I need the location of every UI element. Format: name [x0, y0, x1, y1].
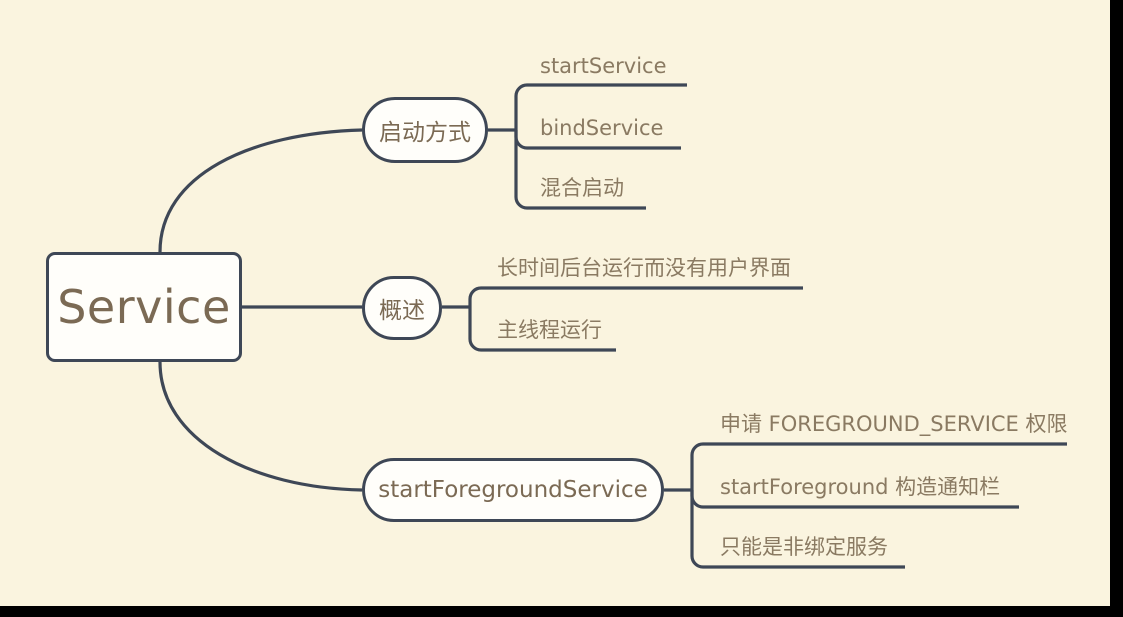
- mindmap-leaf-0-2[interactable]: 混合启动: [540, 176, 624, 200]
- mindmap-root-node[interactable]: Service: [46, 252, 242, 362]
- connector-root-to-branch-2: [158, 361, 363, 492]
- mindmap-leaf-0-0[interactable]: startService: [540, 54, 667, 78]
- mindmap-leaf-2-1[interactable]: startForeground 构造通知栏: [720, 475, 1001, 499]
- mindmap-branch-node-1[interactable]: 概述: [362, 276, 442, 340]
- mindmap-branch-label-2: startForegroundService: [378, 477, 648, 503]
- mindmap-leaf-1-0[interactable]: 长时间后台运行而没有用户界面: [497, 256, 791, 280]
- mindmap-leaf-2-2[interactable]: 只能是非绑定服务: [720, 535, 888, 559]
- mindmap-branch-node-0[interactable]: 启动方式: [362, 97, 488, 163]
- mindmap-leaf-2-0[interactable]: 申请 FOREGROUND_SERVICE 权限: [720, 412, 1068, 436]
- canvas-bottom-edge: [0, 606, 1123, 617]
- mindmap-leaf-0-1[interactable]: bindService: [540, 116, 664, 140]
- mindmap-branch-node-2[interactable]: startForegroundService: [362, 458, 664, 522]
- canvas-right-edge: [1110, 0, 1123, 617]
- mindmap-root-label: Service: [57, 280, 231, 334]
- mindmap-leaf-1-1[interactable]: 主线程运行: [497, 318, 602, 342]
- mindmap-branch-label-1: 概述: [379, 298, 425, 324]
- mindmap-branch-label-0: 启动方式: [379, 120, 471, 146]
- connector-root-to-branch-0: [158, 128, 363, 253]
- connector-branch-1-leaf-0: [468, 286, 803, 307]
